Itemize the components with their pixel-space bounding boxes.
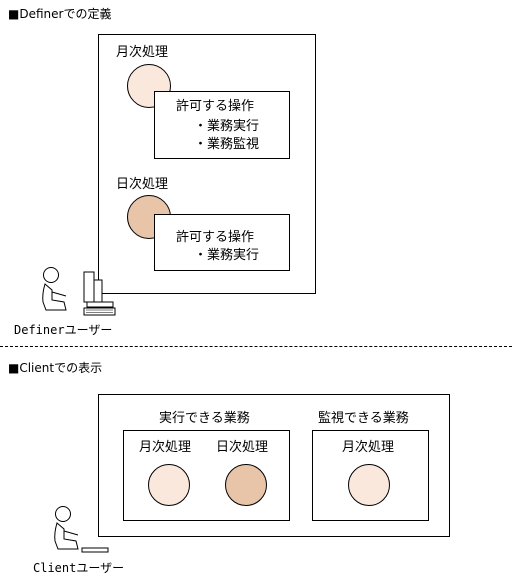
run-item-daily-circle bbox=[225, 464, 267, 506]
monthly-ops-title: 許可する操作 bbox=[176, 99, 255, 114]
client-user-icon bbox=[54, 506, 109, 553]
monthly-ops-box: 許可する操作 ・業務実行 ・業務監視 bbox=[154, 91, 290, 159]
monitor-item-monthly-label: 月次処理 bbox=[342, 440, 395, 455]
definer-section-title: ■Definerでの定義 bbox=[8, 7, 112, 21]
daily-ops-title: 許可する操作 bbox=[176, 230, 255, 245]
monitor-group-title: 監視できる業務 bbox=[318, 411, 409, 426]
daily-job-label: 日次処理 bbox=[116, 177, 169, 192]
run-item-daily-label: 日次処理 bbox=[216, 440, 269, 455]
monthly-op-run: ・業務実行 bbox=[194, 119, 260, 134]
daily-ops-box: 許可する操作 ・業務実行 bbox=[154, 214, 290, 271]
run-group-title: 実行できる業務 bbox=[159, 411, 250, 426]
monthly-job-label: 月次処理 bbox=[116, 45, 169, 60]
client-section-title: ■Clientでの表示 bbox=[8, 361, 103, 375]
section-divider bbox=[0, 346, 512, 347]
client-user-label: Clientユーザー bbox=[33, 561, 125, 575]
monthly-job-circle bbox=[127, 64, 171, 108]
run-item-monthly-label: 月次処理 bbox=[139, 440, 192, 455]
monitor-item-monthly-circle bbox=[348, 464, 390, 506]
daily-op-run: ・業務実行 bbox=[194, 248, 260, 263]
run-item-monthly-circle bbox=[148, 464, 190, 506]
definer-user-label: Definerユーザー bbox=[14, 323, 113, 337]
definer-user-icon bbox=[42, 267, 116, 316]
monthly-op-monitor: ・業務監視 bbox=[194, 137, 260, 152]
